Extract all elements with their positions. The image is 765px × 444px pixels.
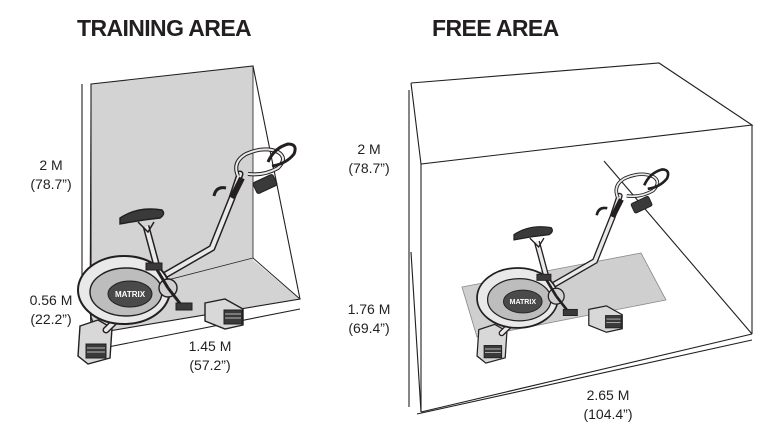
free-height-imperial: (78.7”) [348,160,390,176]
training-width-dimension: 1.45 M (57.2”) [178,337,242,375]
training-box-floor-right [252,257,301,300]
free-height-dimension: 2 M (78.7”) [337,140,401,178]
training-depth-dimension: 0.56 M (22.2”) [20,291,82,329]
free-area-title: FREE AREA [432,15,559,41]
free-width-metric: 2.65 M [586,387,630,403]
training-height-dimension: 2 M (78.7”) [20,156,82,194]
training-width-metric: 1.45 M [188,338,232,354]
training-depth-metric: 0.56 M [29,292,73,308]
training-height-imperial: (78.7”) [30,176,72,192]
free-width-imperial: (104.4”) [583,406,633,422]
training-width-imperial: (57.2”) [189,357,231,373]
free-box-bottom-left-edge [410,251,422,413]
training-depth-imperial: (22.2”) [30,311,72,327]
free-box-bottom-front-edge [420,333,753,413]
training-height-metric: 2 M [39,157,63,173]
free-depth-dimension: 1.76 M (69.4”) [337,300,401,338]
free-height-metric: 2 M [357,141,381,157]
free-depth-metric: 1.76 M [347,301,391,317]
training-width-line [102,308,301,349]
free-depth-imperial: (69.4”) [348,320,390,336]
training-area-title: TRAINING AREA [77,15,252,41]
free-width-dimension: 2.65 M (104.4”) [572,386,644,424]
free-box-top [410,62,754,165]
free-width-line [416,339,753,415]
free-box-floor-right-edge [603,160,753,335]
